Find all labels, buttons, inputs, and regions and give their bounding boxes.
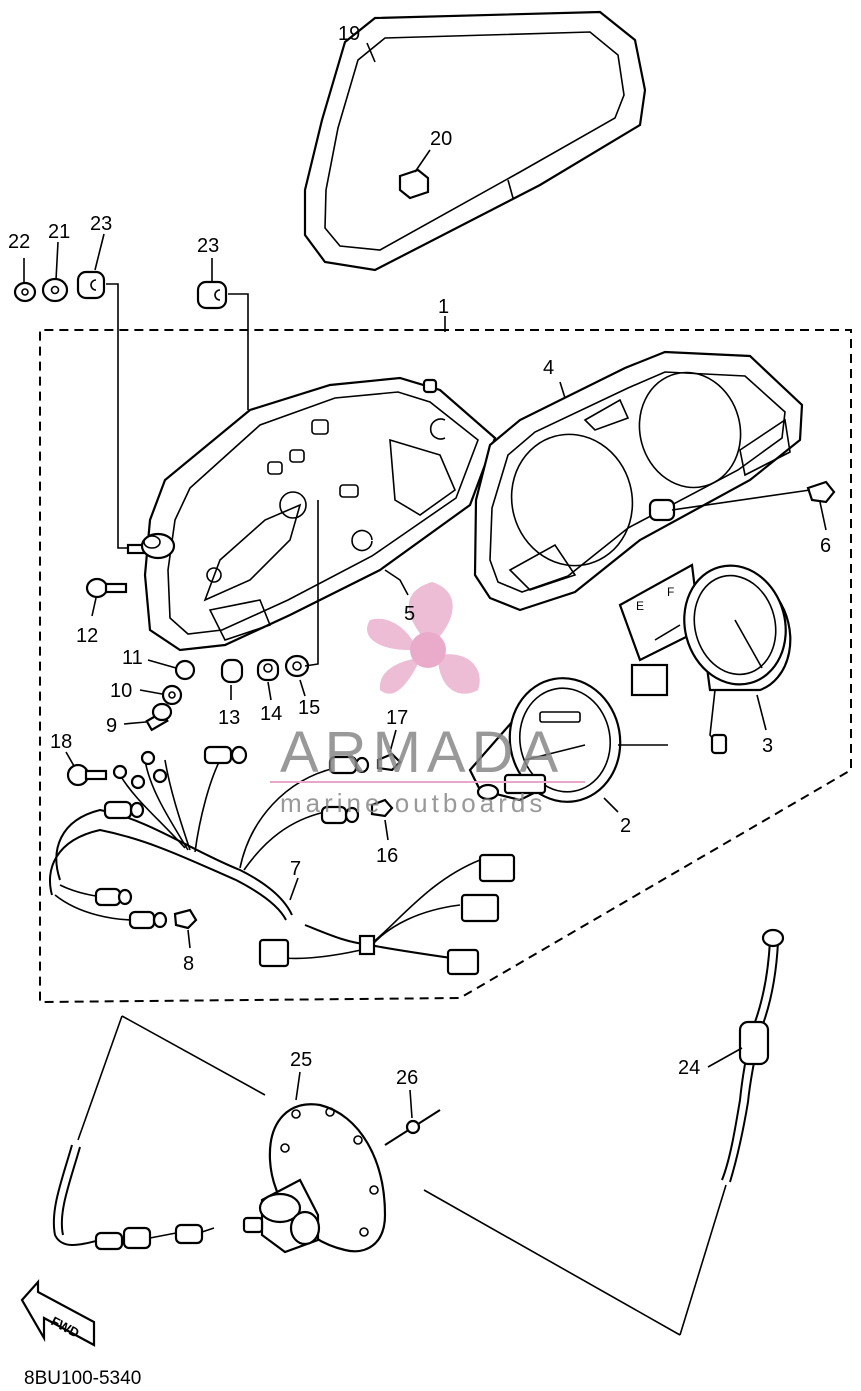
- meter-panel: [473, 350, 804, 612]
- callout-24: 24: [678, 1057, 700, 1079]
- callout-7: 7: [290, 858, 301, 880]
- callout-11: 11: [122, 647, 143, 669]
- callout-9: 9: [106, 715, 117, 737]
- grommet-15: [284, 654, 310, 678]
- callout-26: 26: [396, 1067, 418, 1089]
- gauge-letter-f: F: [667, 585, 674, 599]
- screw-9: [145, 702, 173, 732]
- callout-20: 20: [430, 128, 452, 150]
- callout-1: 1: [438, 296, 449, 318]
- callout-4: 4: [543, 357, 554, 379]
- armada-watermark: ARMADA marine outboards: [270, 582, 585, 818]
- callout-2: 2: [620, 815, 631, 837]
- callout-18: 18: [50, 731, 72, 753]
- gauge-letter-e: E: [636, 599, 644, 613]
- callout-6: 6: [820, 535, 831, 557]
- harness-bulb-sockets: [94, 745, 370, 930]
- callout-16: 16: [376, 845, 398, 867]
- propeller-logo-icon: [366, 582, 480, 694]
- screw-12: [85, 577, 128, 599]
- callout-23-b: 23: [197, 235, 219, 257]
- speedometer: [468, 677, 668, 803]
- housing-mount-screw: [126, 532, 176, 560]
- bulb-16: [370, 798, 394, 818]
- callout-8: 8: [183, 953, 194, 975]
- washer-21: [41, 277, 69, 303]
- bulb-8: [173, 908, 198, 930]
- pin-26: [384, 1109, 441, 1146]
- callout-14: 14: [260, 703, 282, 725]
- watermark-title: ARMADA: [280, 720, 564, 785]
- nut-11: [174, 659, 196, 681]
- indicator-bulb-6: [806, 480, 836, 504]
- cable-lower-end: [52, 1144, 215, 1251]
- callout-3: 3: [762, 735, 773, 757]
- nut-22: [13, 281, 37, 303]
- meter-cover-ring: [303, 10, 647, 272]
- harness-connectors: [258, 853, 516, 976]
- grommet-13: [220, 658, 244, 684]
- washer-10: [161, 684, 183, 706]
- diagram-code: 8BU100-5340: [24, 1368, 141, 1389]
- callout-17: 17: [386, 707, 408, 729]
- speed-sensor-plate: [242, 1103, 387, 1254]
- fuel-temp-gauge: E F: [618, 563, 792, 755]
- watermark-subtitle: marine outboards: [280, 788, 546, 818]
- fwd-arrow-icon: FWD: [20, 1279, 96, 1347]
- callout-19: 19: [338, 23, 360, 45]
- grommet-23b: [196, 280, 228, 310]
- callout-15: 15: [298, 697, 320, 719]
- grommet-14: [256, 658, 280, 682]
- panel-grommet: [648, 498, 676, 522]
- speedometer-cable: [721, 928, 785, 1183]
- callout-22: 22: [8, 231, 30, 253]
- callout-21: 21: [48, 221, 70, 243]
- wire-harness: [48, 759, 481, 961]
- screw-18: [66, 763, 108, 787]
- callout-5: 5: [404, 603, 415, 625]
- callout-23-a: 23: [90, 213, 112, 235]
- callout-13: 13: [218, 707, 240, 729]
- grommet-23a: [76, 270, 106, 300]
- cover-pad: [398, 168, 430, 200]
- callout-10: 10: [110, 680, 132, 702]
- bulb-17: [376, 752, 402, 772]
- callout-25: 25: [290, 1049, 312, 1071]
- kit-boundary: [39, 329, 852, 1004]
- meter-housing: [143, 376, 497, 652]
- callout-12: 12: [76, 625, 98, 647]
